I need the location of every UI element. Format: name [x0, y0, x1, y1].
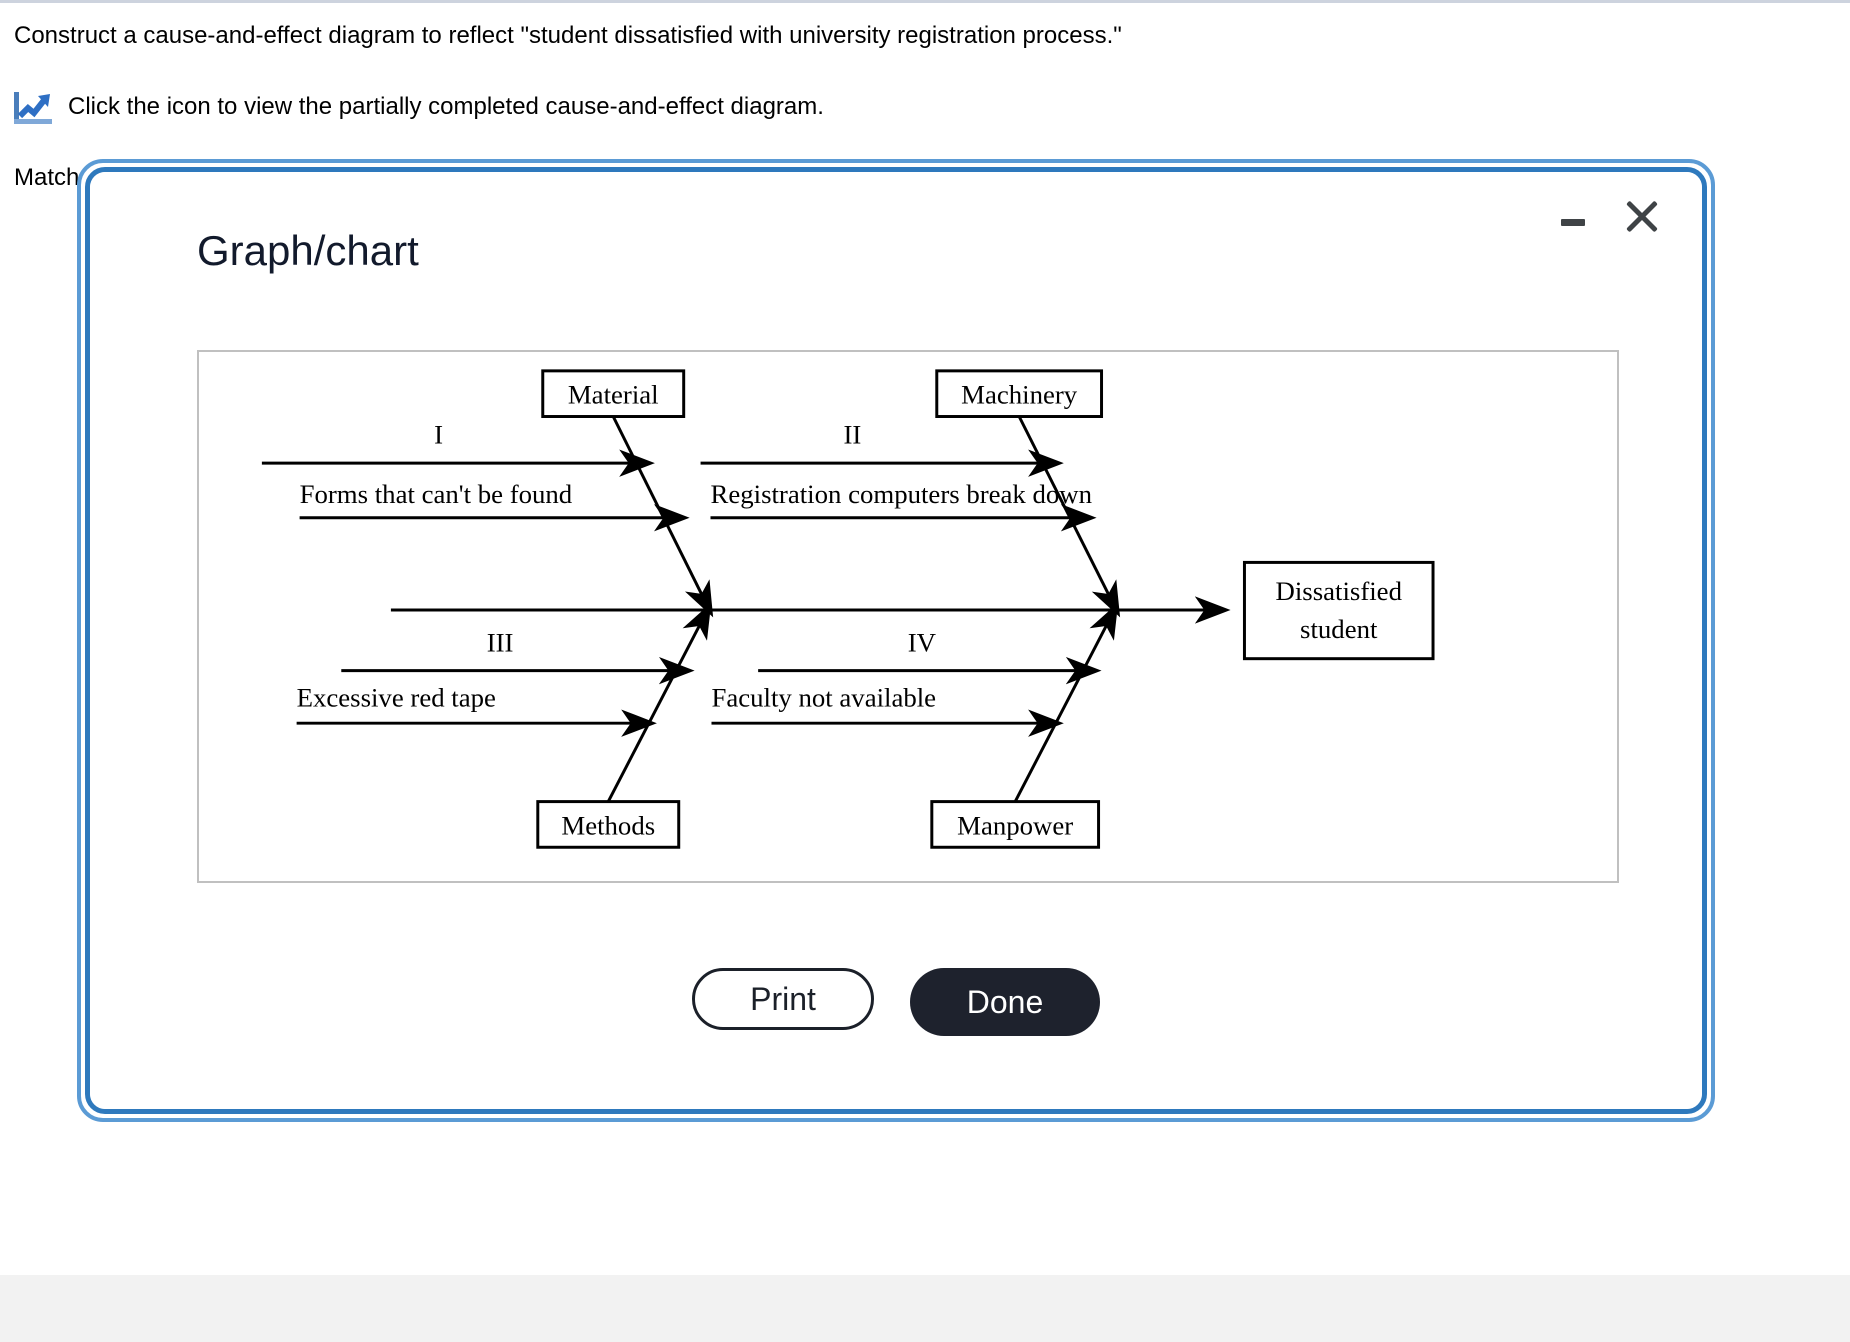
modal-action-bar: Print Done	[90, 968, 1702, 1036]
fishbone-diagram-frame: Dissatisfied student Material I Forms th…	[197, 350, 1619, 883]
category-bone-machinery	[1017, 415, 1121, 618]
effect-box-line2: student	[1300, 614, 1378, 644]
bone-label-forms: Forms that can't be found	[300, 479, 573, 509]
category-bone-material	[611, 415, 714, 618]
window-controls	[1558, 194, 1664, 238]
line-chart-icon[interactable]	[14, 90, 54, 124]
question-prompt: Construct a cause-and-effect diagram to …	[14, 22, 1122, 49]
category-box-methods	[536, 800, 681, 849]
modal-title: Graph/chart	[197, 227, 419, 274]
minimize-icon[interactable]	[1558, 201, 1588, 231]
category-label-methods: Methods	[561, 810, 655, 840]
fishbone-diagram: Dissatisfied student Material I Forms th…	[261, 369, 1435, 849]
chart-icon-row[interactable]: Click the icon to view the partially com…	[14, 90, 824, 124]
footer-band	[0, 1275, 1850, 1342]
bone-label-redtape: Excessive red tape	[297, 682, 496, 712]
bone-label-ii: II	[843, 419, 861, 449]
top-rule	[0, 0, 1850, 3]
done-button[interactable]: Done	[910, 968, 1100, 1036]
print-button[interactable]: Print	[692, 968, 874, 1030]
effect-box	[1242, 560, 1435, 661]
category-bone-methods	[606, 602, 712, 803]
close-icon[interactable]	[1620, 194, 1664, 238]
bone-label-faculty: Faculty not available	[711, 682, 936, 712]
graph-chart-modal: Graph/chart Dissatisfied student	[77, 159, 1715, 1122]
match-instruction: Match	[14, 164, 80, 191]
category-label-material: Material	[568, 380, 659, 410]
bone-label-iv: IV	[908, 628, 937, 658]
category-label-manpower: Manpower	[957, 810, 1073, 840]
category-box-manpower	[930, 800, 1101, 849]
modal-inner-border: Graph/chart Dissatisfied student	[85, 167, 1707, 1114]
modal-body: Graph/chart Dissatisfied student	[90, 172, 1702, 1109]
category-label-machinery: Machinery	[961, 380, 1078, 410]
effect-box-line1: Dissatisfied	[1276, 576, 1403, 606]
bone-label-i: I	[434, 419, 443, 449]
category-bone-manpower	[1013, 602, 1119, 803]
chart-icon-caption: Click the icon to view the partially com…	[68, 93, 824, 120]
bone-label-computers: Registration computers break down	[710, 479, 1092, 509]
bone-label-iii: III	[487, 628, 514, 658]
category-box-material	[541, 369, 686, 419]
